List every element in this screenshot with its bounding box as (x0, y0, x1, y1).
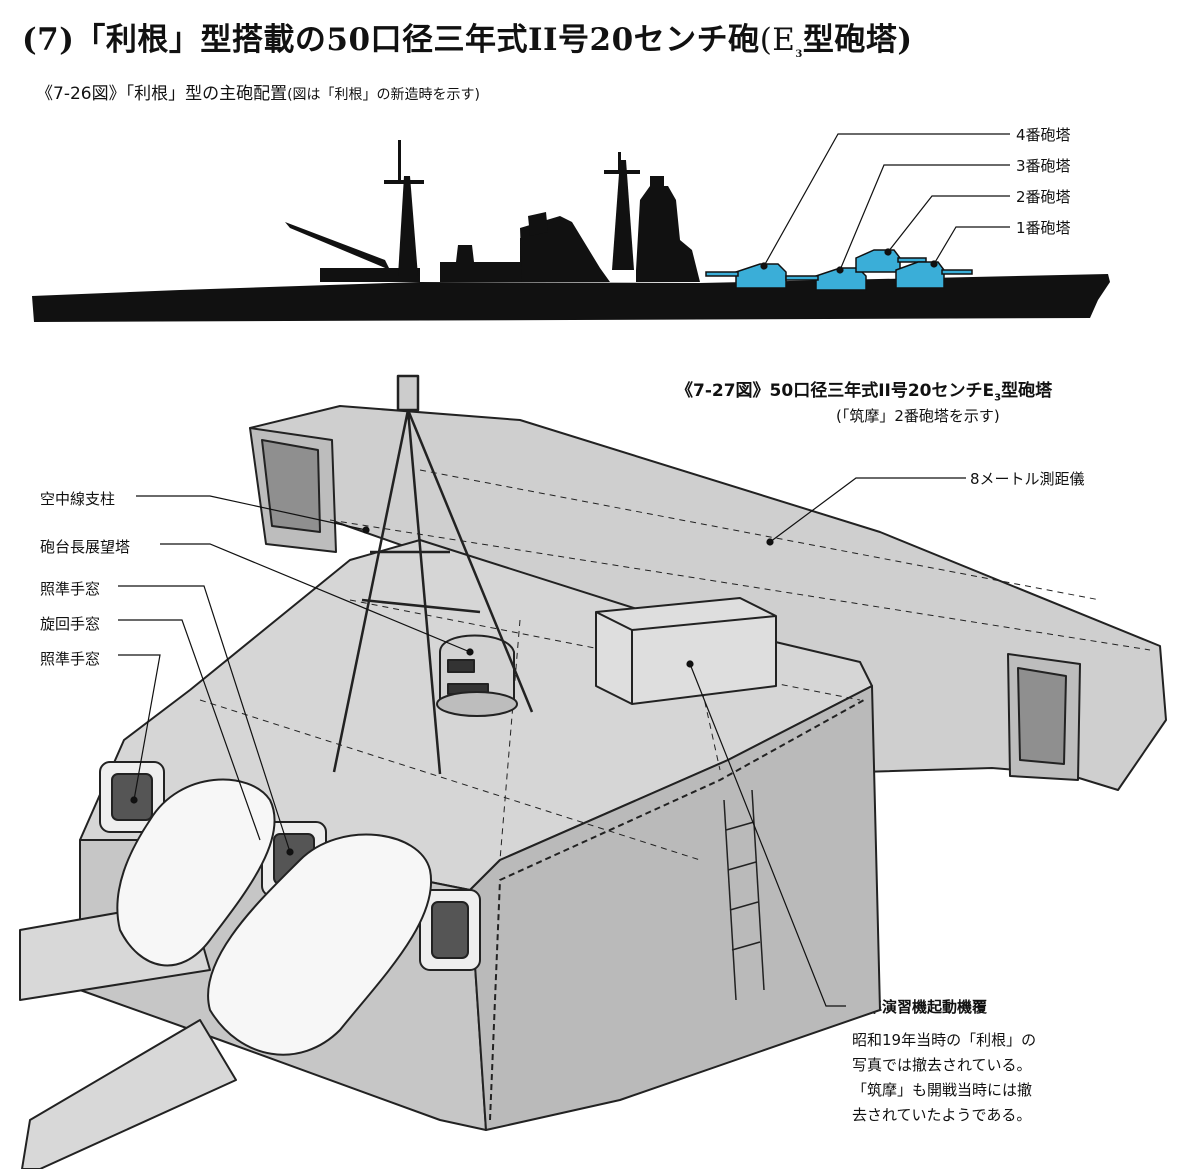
label-sight-window-2: 照準手窓 (40, 650, 101, 668)
title-main: (7)「利根」型搭載の50口径三年式II号20センチ砲 (22, 22, 760, 58)
commander-cupola (436, 634, 518, 717)
label-traverse-window: 旋回手窓 (40, 615, 101, 633)
figure1-caption: 《7-26図》「利根」型の主砲配置(図は「利根」の新造時を示す) (36, 79, 480, 104)
turret-label-4: 4番砲塔 (1016, 126, 1071, 144)
turret-2-barrel (897, 257, 927, 263)
caption-line: 写真では撤去されている。 (852, 1056, 1032, 1074)
figure2-label-pre: 《7-27図》50口径三年式II号20センチE (676, 381, 995, 401)
drill-cover-box (595, 597, 777, 705)
turret-4-barrel (705, 271, 739, 277)
gun-blast-bags (116, 778, 433, 1056)
turret-side-face (469, 685, 881, 1131)
turret-label-2: 2番砲塔 (1016, 188, 1071, 206)
turret-drawing (19, 374, 1167, 1169)
label-commander-cupola: 砲台長展望塔 (40, 538, 131, 556)
title-end: 型砲塔) (802, 22, 913, 58)
figure2-label-sub: 3 (994, 392, 1002, 404)
figure2-note: (「筑摩」2番砲塔を示す) (836, 407, 1000, 425)
figure2-label-post: 型砲塔 (1001, 381, 1053, 401)
caption-line: 昭和19年当時の「利根」の (852, 1031, 1037, 1049)
label-drill-cover: 照準演習機起動機覆 (852, 998, 988, 1016)
page-title: (7)「利根」型搭載の50口径三年式II号20センチ砲(E3型砲塔) (22, 14, 913, 60)
turret-leader-lines (760, 133, 1010, 274)
caption-line: 「筑摩」も開戦当時には撤 (852, 1081, 1033, 1099)
label-antenna-strut: 空中線支柱 (40, 490, 116, 508)
turret-label-3: 3番砲塔 (1016, 157, 1071, 175)
figure2-caption: 《7-27図》50口径三年式II号20センチE3型砲塔 (676, 376, 1052, 403)
turret-4 (735, 263, 787, 289)
main-turrets-highlight (705, 249, 973, 291)
turret-1-barrel (941, 269, 973, 275)
turret-3-barrel (785, 275, 819, 281)
caption-line: 去されていたようである。 (852, 1106, 1032, 1124)
turret-2 (855, 249, 901, 273)
turret-leader-lines-fig2 (118, 477, 966, 1007)
label-sight-window-1: 照準手窓 (40, 580, 101, 598)
antenna-tripod (332, 374, 534, 775)
turret-label-1: 1番砲塔 (1016, 219, 1071, 237)
label-rangefinder: 8メートル測距儀 (970, 470, 1085, 488)
drill-cover-caption: 昭和19年当時の「利根」の 写真では撤去されている。 「筑摩」も開戦当時には撤 … (852, 1028, 1036, 1128)
title-subscript: 3 (795, 49, 803, 61)
ship-silhouette (32, 140, 1110, 322)
title-paren: (E (759, 22, 796, 58)
figure1-note: (図は「利根」の新造時を示す) (287, 87, 481, 103)
figure1-label: 《7-26図》「利根」型の主砲配置 (36, 84, 288, 104)
